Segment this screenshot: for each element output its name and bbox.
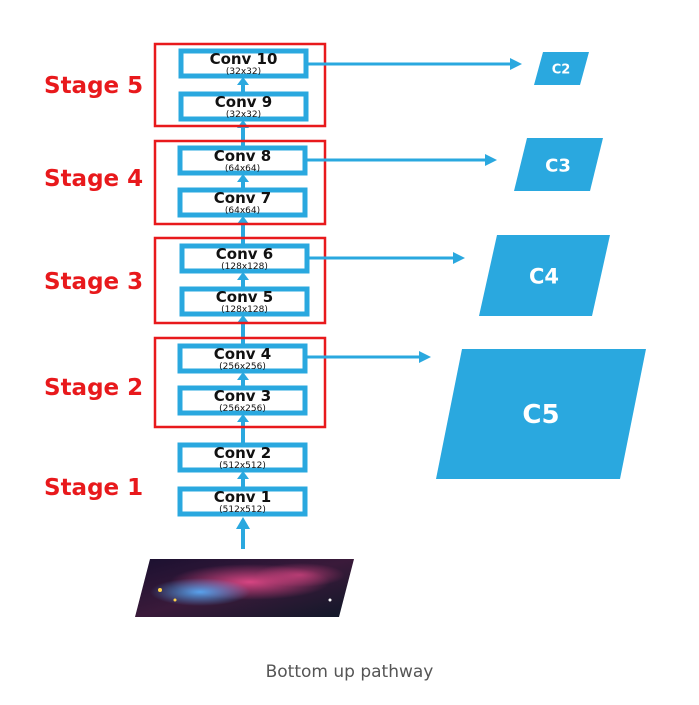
conv-block-name: Conv 1: [214, 488, 271, 506]
conv-block: Conv 8(64x64): [177, 145, 308, 176]
stage-frame: [153, 42, 327, 128]
conv-block-box: [179, 286, 310, 317]
conv-block-box: [177, 442, 308, 473]
conv-block-name: Conv 5: [216, 288, 273, 306]
conv-block: Conv 5(128x128): [179, 286, 310, 317]
conv-block-box: [178, 48, 309, 79]
stage-4-label: Stage 4: [44, 166, 144, 192]
conv-block-size: (32x32): [226, 67, 261, 77]
conv-block: Conv 6(128x128): [179, 243, 310, 274]
connector-arrowhead: [237, 216, 249, 224]
conv-block-size: (512x512): [219, 505, 266, 515]
conv-block: Conv 7(64x64): [177, 187, 308, 218]
connector-arrowhead: [237, 272, 249, 280]
output-map: C5: [436, 349, 646, 479]
caption: Bottom up pathway: [265, 662, 434, 682]
conv-block: Conv 10(32x32): [178, 48, 309, 79]
connector-arrowhead: [237, 77, 249, 85]
stage-frame: [153, 336, 327, 429]
conv-block-name: Conv 6: [216, 245, 273, 263]
conv-block-box: [177, 145, 308, 176]
stage-2-label: Stage 2: [44, 375, 144, 401]
output-map-label: C4: [529, 264, 559, 288]
output-arrow-head: [419, 351, 431, 363]
conv-blocks: Conv 10(32x32)Conv 9(32x32)Conv 8(64x64)…: [177, 48, 310, 517]
output-map-shape: [514, 138, 603, 191]
input-image: [135, 559, 354, 617]
stage-frame: [153, 236, 327, 325]
conv-block-name: Conv 8: [214, 147, 271, 165]
conv-block-size: (128x128): [221, 262, 268, 272]
conv-block-size: (512x512): [219, 461, 266, 471]
output-map: C2: [534, 52, 589, 85]
stage-1-label: Stage 1: [44, 475, 144, 501]
connector-arrowhead: [237, 471, 249, 479]
output-map: C4: [479, 235, 610, 316]
stage-5-label: Stage 5: [44, 73, 144, 99]
conv-block-name: Conv 9: [215, 93, 272, 111]
conv-block-box: [177, 187, 308, 218]
conv-block: Conv 3(256x256): [177, 385, 308, 416]
conv-block: Conv 4(256x256): [177, 343, 308, 374]
conv-block-name: Conv 7: [214, 189, 271, 207]
conv-block: Conv 9(32x32): [178, 91, 309, 122]
output-arrow-head: [510, 58, 522, 70]
conv-block: Conv 2(512x512): [177, 442, 308, 473]
conv-block-size: (128x128): [221, 305, 268, 315]
output-map: C3: [514, 138, 603, 191]
conv-block-box: [178, 91, 309, 122]
output-map-label: C5: [522, 400, 559, 430]
output-arrows: [305, 58, 522, 363]
conv-block-name: Conv 3: [214, 387, 271, 405]
connector-arrowhead: [237, 174, 249, 182]
conv-block-box: [177, 486, 308, 517]
stage-3-label: Stage 3: [44, 269, 144, 295]
connector-arrowhead: [237, 372, 249, 380]
conv-block-size: (256x256): [219, 362, 266, 372]
output-arrow-head: [453, 252, 465, 264]
output-map-shape: [436, 349, 646, 479]
conv-block: Conv 1(512x512): [177, 486, 308, 517]
conv-block-size: (64x64): [225, 164, 260, 174]
connector-arrowhead: [237, 315, 249, 323]
input-arrow: [236, 517, 250, 549]
conv-block-name: Conv 10: [210, 50, 278, 68]
output-map-shape: [534, 52, 589, 85]
output-map-label: C2: [552, 63, 571, 78]
stage-frames: [153, 42, 327, 429]
conv-block-size: (64x64): [225, 206, 260, 216]
conv-block-name: Conv 2: [214, 444, 271, 462]
conv-block-box: [177, 385, 308, 416]
output-arrow-head: [485, 154, 497, 166]
stage-frame: [153, 139, 327, 226]
output-map-shape: [479, 235, 610, 316]
block-connectors: [237, 77, 249, 488]
conv-block-size: (256x256): [219, 404, 266, 414]
conv-block-size: (32x32): [226, 110, 261, 120]
output-map-label: C3: [545, 155, 571, 176]
conv-block-name: Conv 4: [214, 345, 271, 363]
connector-arrowhead: [237, 414, 249, 422]
